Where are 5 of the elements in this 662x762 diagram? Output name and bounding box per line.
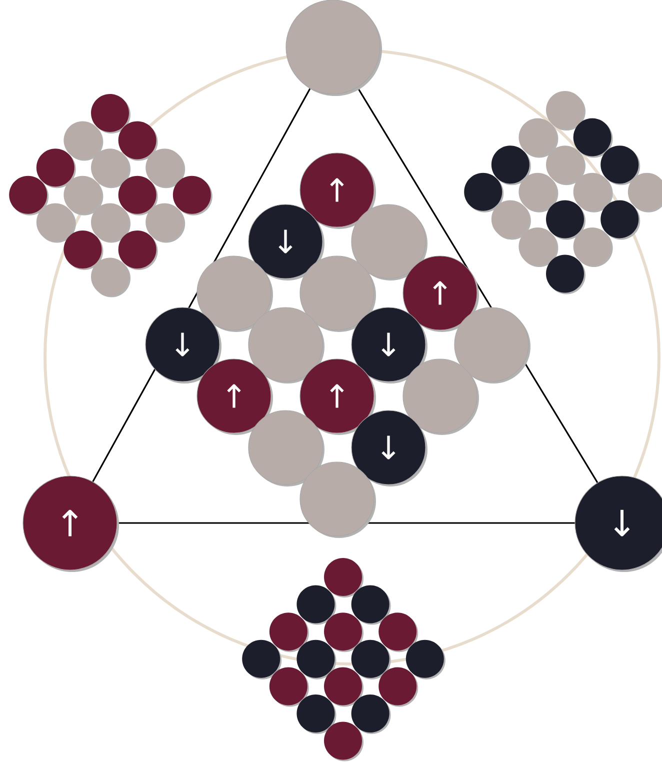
site-circle bbox=[402, 358, 479, 435]
site-circle bbox=[248, 410, 324, 486]
site-circle bbox=[454, 307, 530, 384]
site-circle bbox=[300, 462, 376, 538]
site-circle bbox=[286, 0, 382, 96]
